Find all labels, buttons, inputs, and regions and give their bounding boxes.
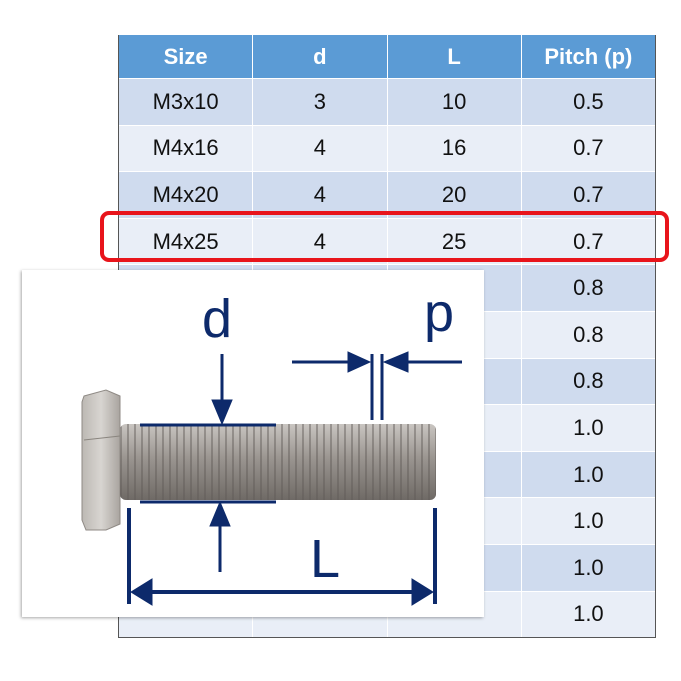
cell-l: 20 (386, 172, 521, 218)
bolt-shank (120, 424, 436, 500)
cell-pitch: 1.0 (520, 405, 655, 451)
d-label: d (202, 289, 233, 349)
cell-pitch: 0.5 (520, 79, 655, 125)
header-d: d (252, 35, 386, 78)
cell-pitch: 0.8 (520, 265, 655, 311)
header-pitch: Pitch (p) (520, 35, 655, 78)
cell-pitch: 0.8 (520, 358, 655, 405)
cell-pitch: 0.7 (520, 218, 655, 265)
table-header: Size d L Pitch (p) (119, 35, 655, 78)
cell-d: 4 (252, 218, 386, 265)
bolt-head (81, 389, 121, 531)
header-l: L (386, 35, 521, 78)
cell-size: M3x10 (152, 88, 219, 114)
dimension-lines (127, 351, 462, 606)
header-size: Size (163, 43, 208, 69)
cell-size: M4x16 (152, 135, 219, 161)
cell-d: 4 (252, 172, 386, 218)
cell-size: M4x20 (152, 181, 219, 207)
cell-l: 25 (386, 218, 521, 265)
cell-pitch: 0.8 (520, 311, 655, 358)
l-label: L (310, 529, 341, 589)
cell-l: 16 (386, 125, 521, 172)
cell-pitch: 0.7 (520, 172, 655, 218)
bolt-diagram: d p L (22, 270, 484, 617)
cell-d: 3 (252, 79, 386, 125)
cell-l: 10 (386, 79, 521, 125)
cell-pitch: 1.0 (520, 544, 655, 591)
cell-pitch: 0.7 (520, 125, 655, 172)
highlight-box (100, 211, 669, 262)
cell-size: M4x25 (152, 228, 219, 254)
cell-d: 4 (252, 125, 386, 172)
cell-pitch: 1.0 (520, 498, 655, 544)
p-label: p (424, 283, 455, 343)
bolt-illustration (81, 351, 462, 606)
cell-pitch: 1.0 (520, 451, 655, 498)
cell-pitch: 1.0 (520, 591, 655, 638)
